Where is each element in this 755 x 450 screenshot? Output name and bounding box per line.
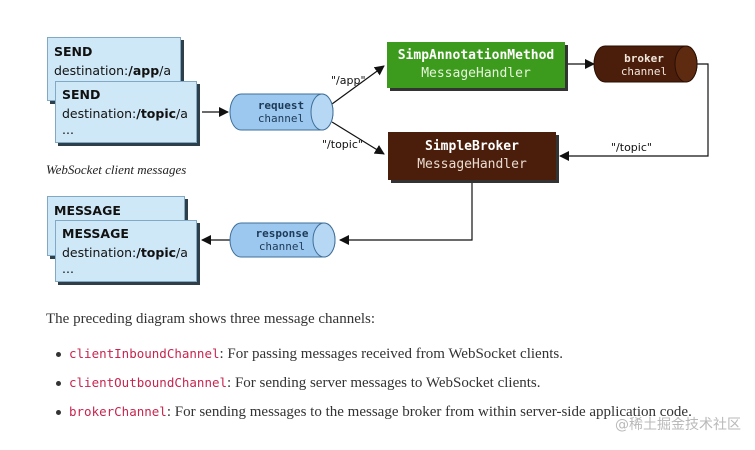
simple-broker-handler: SimpleBroker MessageHandler: [388, 132, 556, 180]
send-card-topic-more: ...: [62, 122, 74, 137]
arrow-brokerchannel-to-broker: [559, 63, 709, 161]
arrow-request-to-annotation: [331, 65, 385, 105]
diagram-caption: WebSocket client messages: [46, 162, 187, 177]
send-card-app-destination: destination:/app/a: [54, 63, 172, 78]
watermark: @稀土掘金技术社区: [615, 417, 741, 433]
request-channel-label: request channel: [257, 99, 305, 125]
message-flow-diagram: SEND destination:/app/a SEND destination…: [46, 37, 709, 282]
channel-list: clientInboundChannel: For passing messag…: [46, 343, 726, 430]
diagram-connectors: [201, 45, 709, 258]
intro-paragraph: The preceding diagram shows three messag…: [46, 311, 376, 327]
send-card-app-title: SEND: [54, 44, 93, 59]
response-channel-label: response channel: [255, 227, 309, 253]
code-client-inbound: clientInboundChannel: [69, 346, 220, 361]
request-channel-cylinder: [229, 93, 334, 131]
send-card-topic-destination: destination:/topic/a: [62, 106, 188, 121]
message-card-topic-title: MESSAGE: [62, 226, 129, 241]
route-label-app: "/app": [331, 74, 366, 87]
broker-channel-cylinder: [593, 45, 698, 83]
send-card-topic-title: SEND: [62, 87, 101, 102]
arrow-request-to-broker: [331, 121, 385, 155]
route-label-topic-request: "/topic": [322, 138, 363, 151]
route-label-topic-broker: "/topic": [611, 141, 652, 154]
message-card-topic: MESSAGE destination:/topic/a ...: [55, 220, 197, 282]
list-item: brokerChannel: For sending messages to t…: [46, 401, 726, 423]
response-channel-cylinder: [229, 222, 336, 258]
arrow-broker-to-response: [339, 180, 473, 245]
code-broker-channel: brokerChannel: [69, 404, 167, 419]
code-client-outbound: clientOutboundChannel: [69, 375, 228, 390]
list-item: clientInboundChannel: For passing messag…: [46, 343, 726, 365]
broker-channel-label: broker channel: [620, 52, 668, 78]
send-card-topic: SEND destination:/topic/a ...: [55, 81, 197, 143]
annotation-method-handler: SimpAnnotationMethod MessageHandler: [387, 42, 565, 88]
message-card-topic-destination: destination:/topic/a: [62, 245, 188, 260]
list-item: clientOutboundChannel: For sending serve…: [46, 372, 726, 394]
message-card-topic-more: ...: [62, 261, 74, 276]
message-card-back-title: MESSAGE: [54, 203, 121, 218]
